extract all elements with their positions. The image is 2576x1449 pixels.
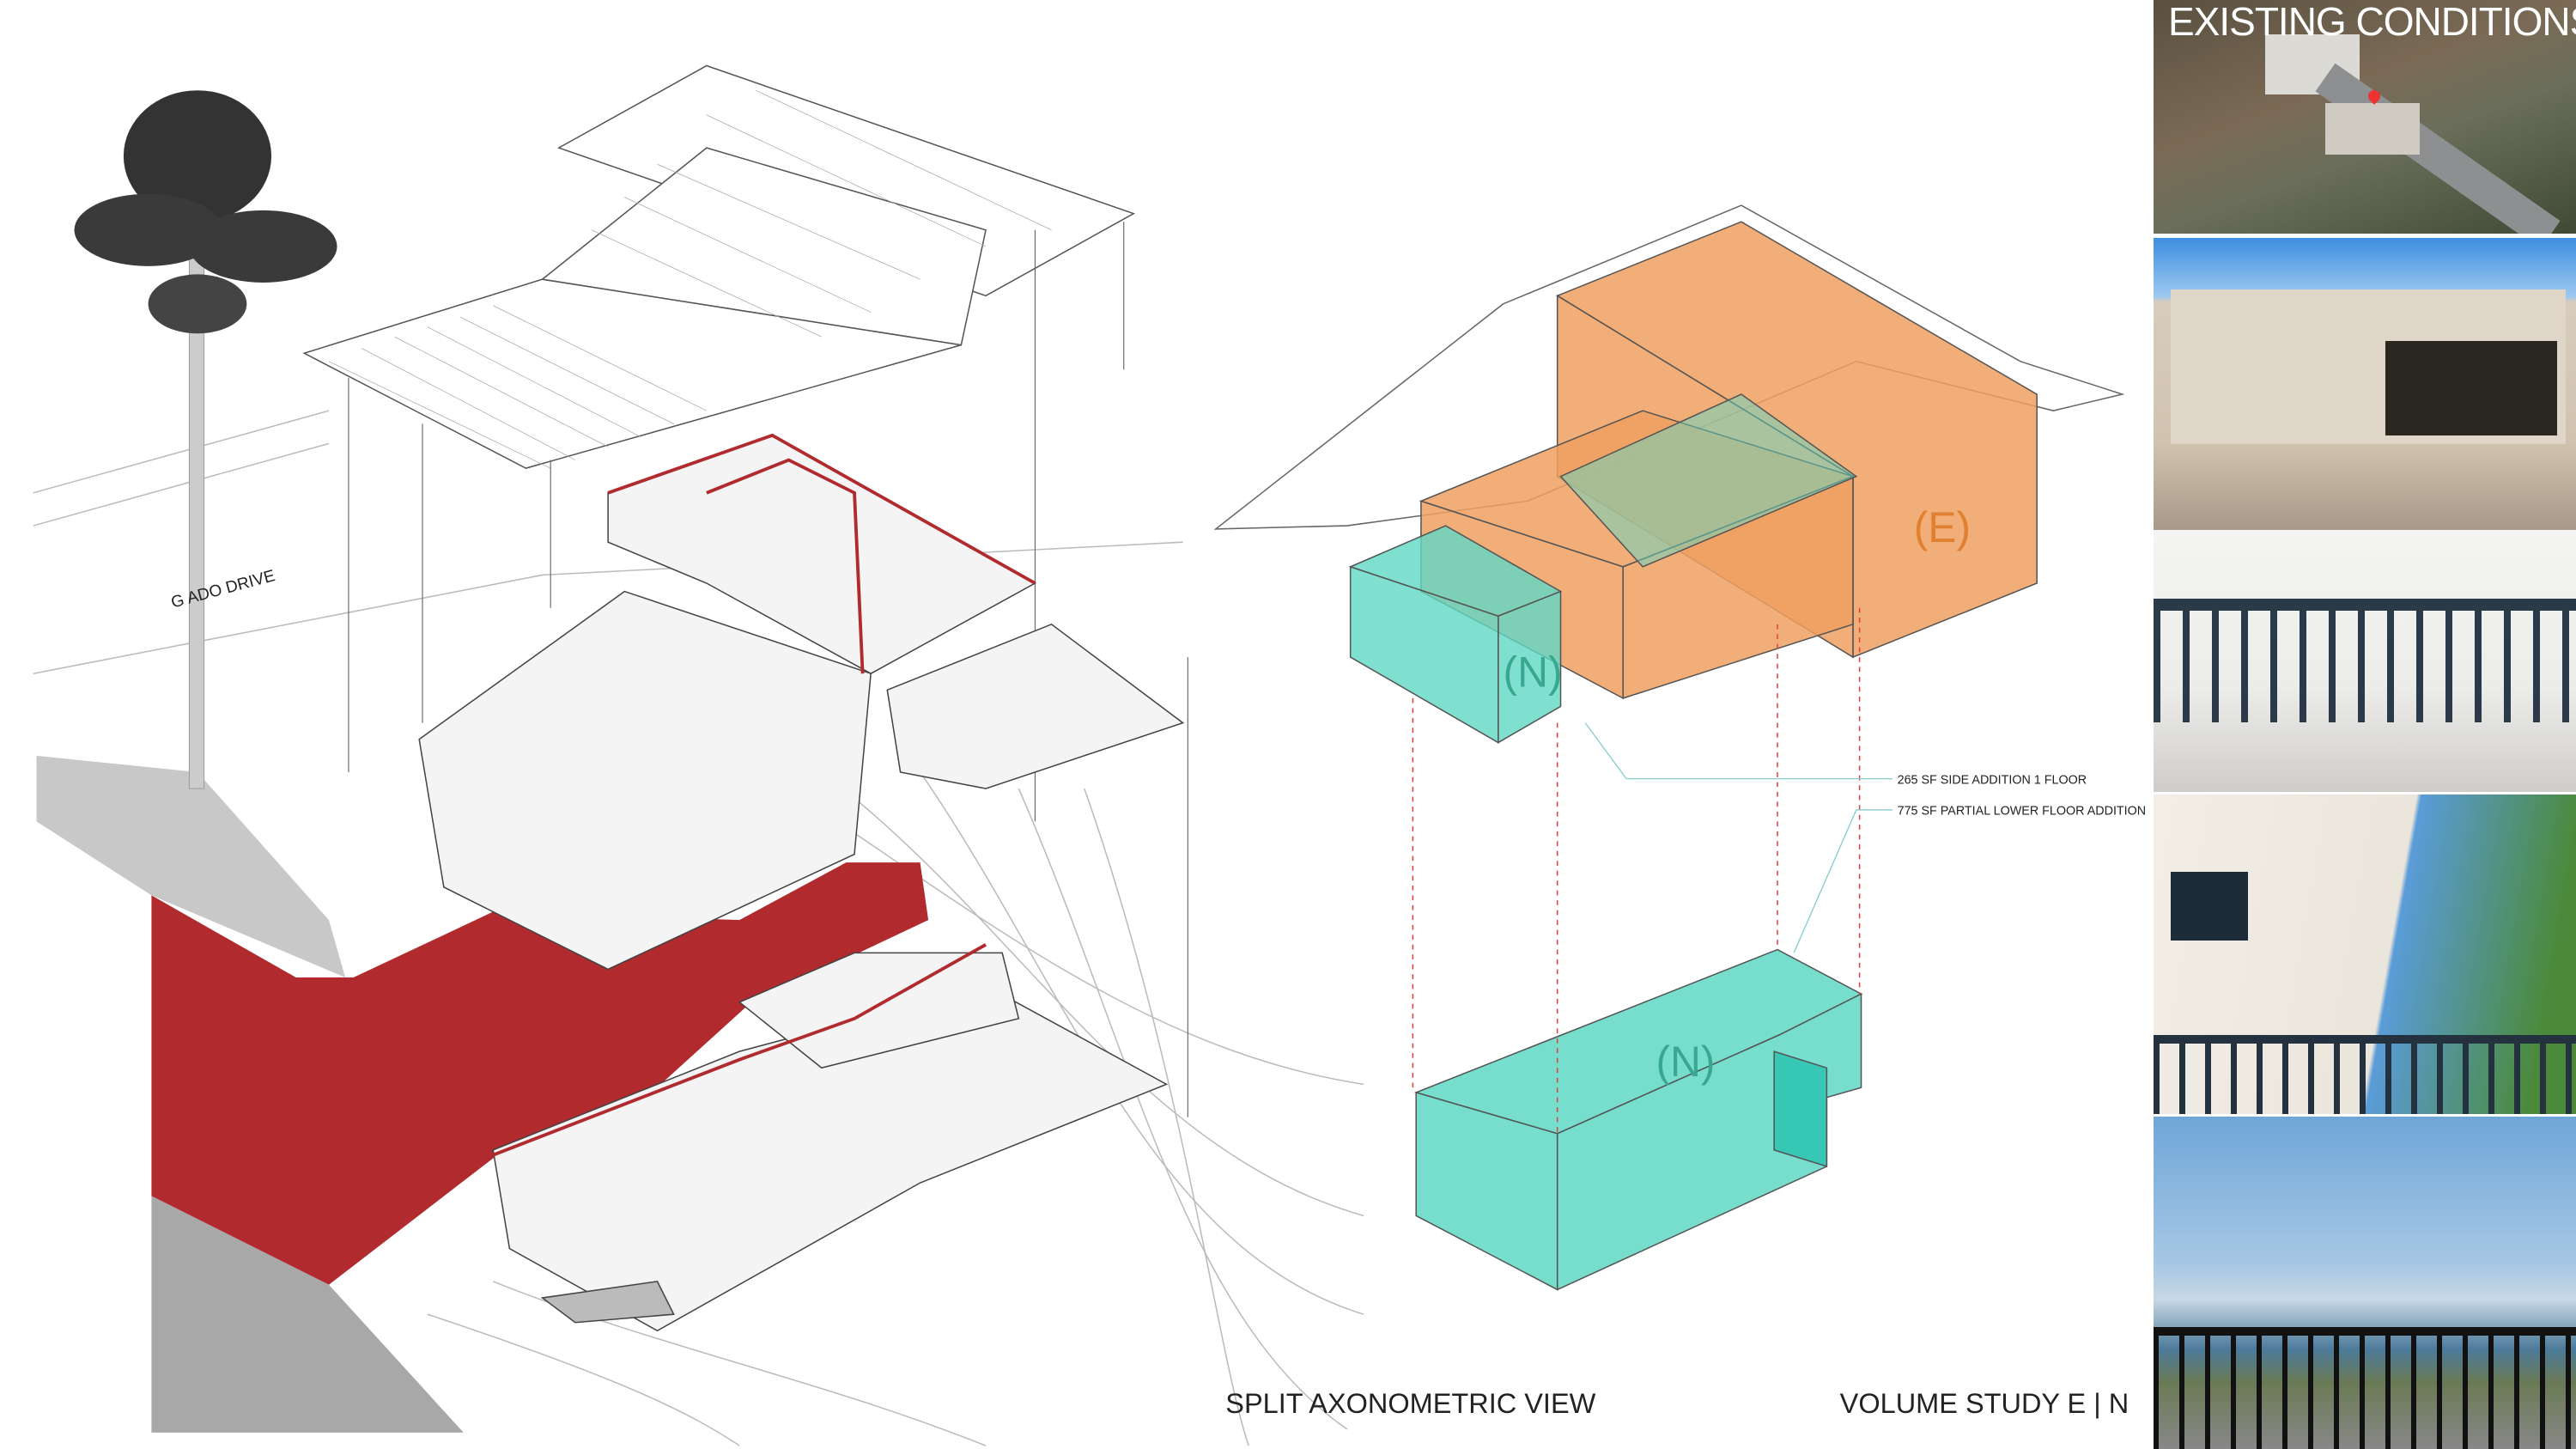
split-axonometric-drawing: G ADO DRIVE SPLIT AXONOMETRIC VIEW [33, 64, 1596, 1446]
ground-base [151, 1196, 464, 1433]
new-lower-volume-label: (N) [1656, 1038, 1715, 1086]
upper-floor-plan [418, 433, 1185, 971]
volume-study-drawing: (E) (N) (N) 265 SF SIDE ADDITION 1 FLOOR… [1213, 204, 2147, 1419]
new-upper-volume-label: (N) [1504, 648, 1563, 697]
leader-lines [1584, 722, 1893, 953]
photo-front-facade [2154, 238, 2576, 530]
existing-conditions-title: EXISTING CONDITIONS [2168, 0, 2576, 44]
projection-lines [1412, 607, 1861, 1134]
section-cut [151, 862, 929, 1285]
photo-side-elevation [2154, 795, 2576, 1114]
split-axonometric-caption: SPLIT AXONOMETRIC VIEW [1225, 1388, 1595, 1419]
photo-ocean-view [2154, 1117, 2576, 1449]
existing-volume-label: (E) [1914, 503, 1971, 551]
side-addition-annotation: 265 SF SIDE ADDITION 1 FLOOR [1898, 773, 2087, 787]
new-lower-volume [1413, 948, 1863, 1291]
ground-block [36, 755, 346, 978]
lower-addition-annotation: 775 SF PARTIAL LOWER FLOOR ADDITION [1898, 805, 2147, 819]
photo-rear-deck [2154, 530, 2576, 792]
photo-aerial [2154, 0, 2576, 234]
volume-study-caption: VOLUME STUDY E | N [1840, 1388, 2129, 1419]
tree [74, 90, 337, 789]
new-side-addition-volume [1348, 393, 1858, 744]
street-label: G ADO DRIVE [169, 567, 276, 612]
roof-plan [302, 64, 1136, 469]
lower-floor-plan [484, 943, 1169, 1332]
